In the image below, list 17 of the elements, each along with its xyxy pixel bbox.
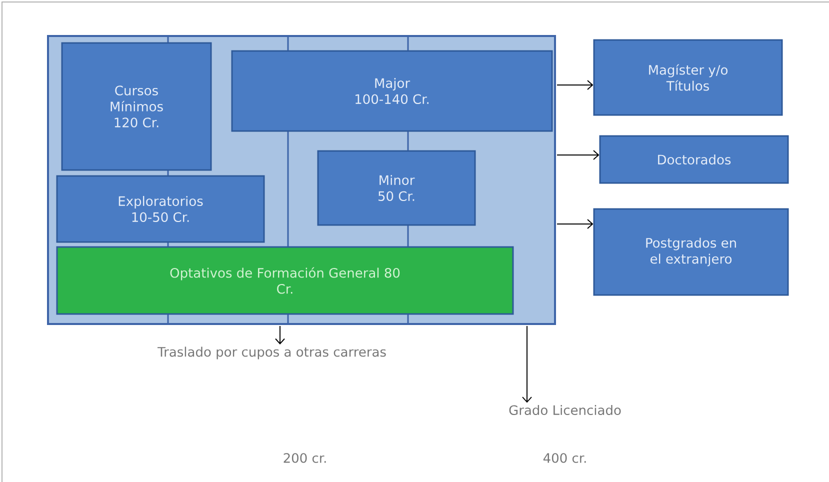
outcome-text: Grado Licenciado (509, 404, 621, 416)
arrow (275, 326, 285, 345)
course-box: Exploratorios 10-50 Cr. (56, 175, 265, 243)
course-box: Magíster y/o Títulos (593, 39, 783, 116)
course-box: Major 100-140 Cr. (231, 50, 553, 132)
arrow (522, 326, 532, 403)
general-course-box: Optativos de Formación General 80 Cr. (56, 246, 514, 315)
arrow (556, 219, 594, 229)
arrow (556, 150, 600, 160)
outcome-text: Traslado por cupos a otras carreras (158, 346, 386, 360)
course-box: Cursos Mínimos 120 Cr. (61, 42, 212, 171)
course-box: Minor 50 Cr. (317, 150, 476, 226)
credit-text: 200 cr. (284, 453, 326, 463)
arrow (556, 80, 594, 90)
credit-text: 400 cr. (543, 453, 586, 463)
course-box: Postgrados en el extranjero (593, 208, 789, 296)
course-box: Doctorados (599, 135, 789, 184)
